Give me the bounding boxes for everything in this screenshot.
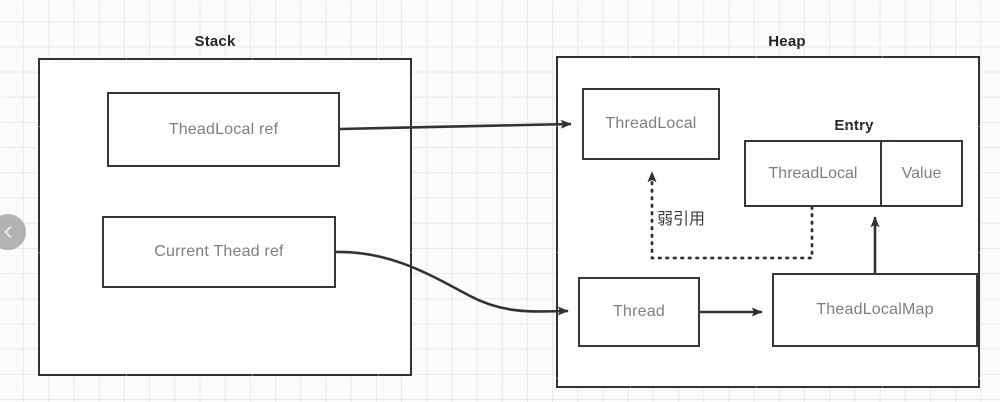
entry-value-label: Value	[901, 164, 942, 182]
entry-value-cell[interactable]: Value	[882, 142, 961, 205]
node-threadlocalmap-label: TheadLocalMap	[816, 301, 934, 318]
heap-region-title: Heap	[768, 33, 806, 50]
entry-table: ThreadLocal Value	[744, 140, 963, 207]
edge-entry-key-to-threadlocal	[647, 170, 814, 260]
edge-currentthread-to-thread	[335, 250, 569, 316]
entry-key-cell[interactable]: ThreadLocal	[746, 142, 882, 205]
node-current-thread-ref[interactable]: Current Thead ref	[102, 216, 336, 288]
node-threadlocal-label: ThreadLocal	[605, 115, 697, 132]
entry-key-label: ThreadLocal	[768, 164, 858, 182]
node-threadlocal[interactable]: ThreadLocal	[582, 88, 720, 160]
node-thread[interactable]: Thread	[578, 277, 700, 347]
node-threadlocalmap[interactable]: TheadLocalMap	[772, 273, 978, 347]
node-threadlocal-ref-label: TheadLocal ref	[168, 120, 279, 138]
node-current-thread-ref-label: Current Thead ref	[154, 243, 284, 260]
entry-title: Entry	[834, 117, 874, 134]
stack-region-title: Stack	[194, 33, 236, 50]
weak-reference-edge-label: 弱引用	[657, 209, 706, 228]
chevron-left-icon	[4, 226, 12, 238]
edge-ref-to-threadlocal	[339, 119, 572, 131]
node-threadlocal-ref[interactable]: TheadLocal ref	[107, 92, 340, 167]
node-thread-label: Thread	[613, 303, 665, 320]
